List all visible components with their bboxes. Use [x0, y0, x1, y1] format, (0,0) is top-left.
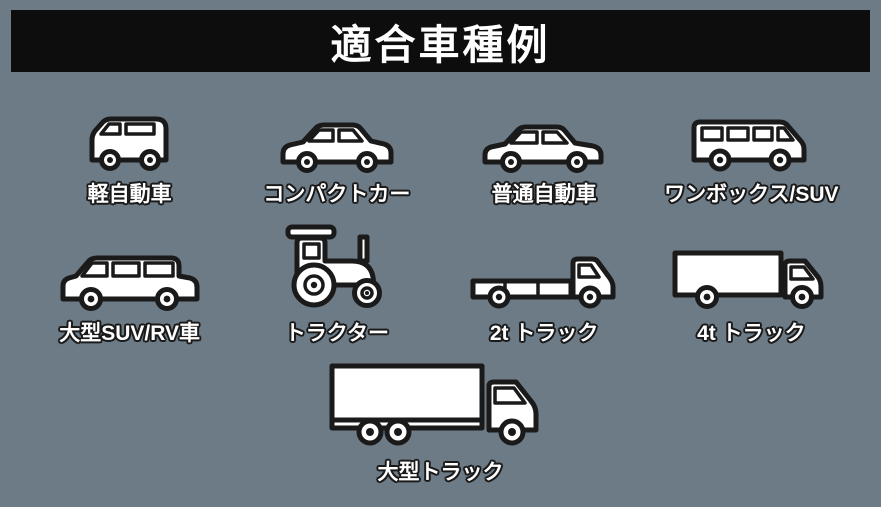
vehicle-label: トラクター — [284, 322, 389, 346]
4t-truck-icon — [671, 217, 831, 315]
vehicle-tractor: トラクター — [233, 217, 440, 346]
tractor-icon — [282, 217, 392, 315]
vehicle-row-1: 軽自動車 コンパクトカー — [0, 96, 881, 207]
vehicle-row-2: 大型SUV/RV車 トラクター — [0, 217, 881, 346]
title-banner: 適合車種例 — [11, 10, 870, 72]
vehicle-label: 4t トラック — [697, 322, 806, 346]
compact-car-icon — [277, 96, 397, 176]
vehicle-large-truck: 大型トラック — [326, 354, 556, 485]
vehicle-2t-truck: 2t トラック — [441, 217, 648, 346]
vehicle-sedan: 普通自動車 — [441, 96, 648, 207]
vehicle-label: コンパクトカー — [263, 183, 411, 206]
vehicle-label: 大型SUV/RV車 — [59, 322, 201, 346]
vehicle-row-3: 大型トラック — [0, 354, 881, 485]
vehicle-label: ワンボックス/SUV — [664, 183, 839, 206]
large-suv-icon — [55, 217, 205, 315]
vehicle-label: 軽自動車 — [87, 183, 172, 206]
page-title: 適合車種例 — [330, 22, 551, 68]
vehicle-kei-car: 軽自動車 — [26, 96, 233, 207]
large-truck-icon — [326, 354, 556, 454]
vehicle-label: 大型トラック — [377, 461, 504, 485]
vehicle-4t-truck: 4t トラック — [648, 217, 855, 346]
sedan-icon — [479, 96, 609, 176]
vehicle-van-suv: ワンボックス/SUV — [648, 96, 855, 207]
vehicle-label: 普通自動車 — [491, 183, 597, 206]
vehicle-large-suv: 大型SUV/RV車 — [26, 217, 233, 346]
vehicle-compact-car: コンパクトカー — [233, 96, 440, 207]
2t-truck-icon — [469, 217, 619, 315]
van-suv-icon — [686, 96, 816, 176]
kei-car-icon — [82, 96, 178, 176]
vehicle-label: 2t トラック — [489, 322, 599, 346]
